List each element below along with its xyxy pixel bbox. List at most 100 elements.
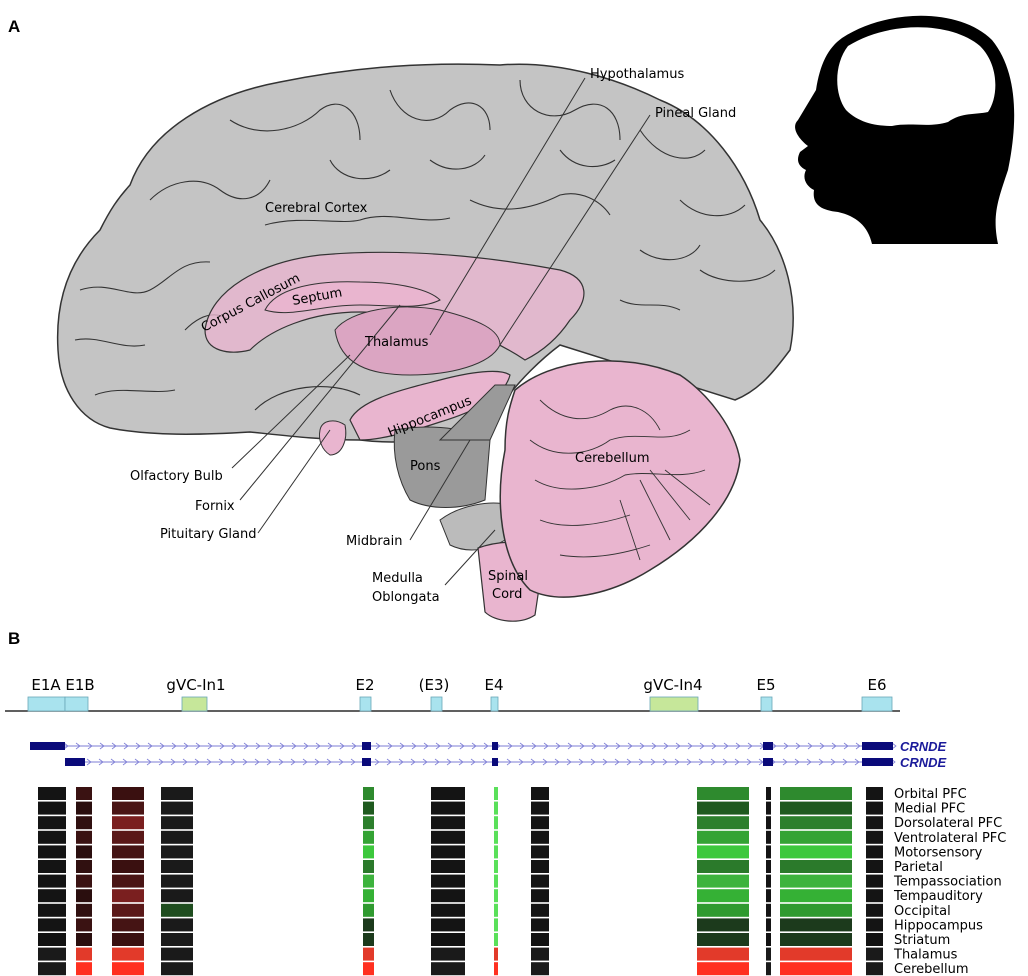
heatmap-cell-1-0: [38, 801, 66, 815]
strand-arrow: [566, 758, 572, 766]
strand-arrow: [734, 758, 740, 766]
strand-arrow: [134, 758, 140, 766]
strand-arrow: [183, 742, 189, 750]
strand-arrow: [110, 758, 116, 766]
head-silhouette-icon: [795, 15, 1015, 244]
label-spinal-cord-line-1: Spinal: [488, 569, 528, 584]
strand-arrow: [842, 758, 848, 766]
heatmap-cell-12-2: [112, 962, 144, 976]
heatmap-cell-11-7: [531, 947, 549, 961]
heatmap-cell-11-5: [431, 947, 465, 961]
region-label-0: Orbital PFC: [894, 787, 967, 802]
heatmap-cell-8-4: [363, 903, 374, 917]
strand-arrow: [638, 758, 644, 766]
strand-arrow: [650, 758, 656, 766]
label-olfactory-bulb: Olfactory Bulb: [130, 469, 223, 484]
heatmap-cell-7-6: [494, 889, 498, 903]
heatmap-cell-7-5: [431, 889, 465, 903]
heatmap-cell-4-5: [431, 845, 465, 859]
gene-label-0: CRNDE: [900, 739, 947, 754]
heatmap-cell-4-2: [112, 845, 144, 859]
strand-arrow: [531, 742, 537, 750]
strand-arrow: [75, 742, 81, 750]
exon-label-8: E6: [867, 676, 886, 694]
strand-arrow: [63, 742, 69, 750]
heatmap-cell-5-4: [363, 860, 374, 873]
heatmap-cell-7-8: [697, 889, 749, 903]
strand-arrow: [302, 758, 308, 766]
strand-arrow: [471, 742, 477, 750]
exon-box-6: [649, 696, 699, 712]
strand-arrow: [422, 758, 428, 766]
heatmap-cell-12-7: [531, 962, 549, 976]
strand-arrow: [639, 742, 645, 750]
exon-box-0: [27, 696, 66, 712]
strand-arrow: [590, 758, 596, 766]
heatmap-cell-3-5: [431, 830, 465, 844]
heatmap-cell-9-8: [697, 918, 749, 932]
heatmap-cell-10-3: [161, 933, 193, 946]
heatmap-cell-9-7: [531, 918, 549, 932]
region-label-4: Motorsensory: [894, 845, 983, 860]
heatmap-cell-4-4: [363, 845, 374, 859]
heatmap-cell-0-6: [494, 787, 498, 800]
strand-arrow: [339, 742, 345, 750]
heatmap-cell-0-7: [531, 787, 549, 800]
heatmap-cell-12-11: [866, 962, 883, 976]
heatmap-cell-3-1: [76, 830, 92, 844]
heatmap-cell-0-0: [38, 787, 66, 800]
strand-arrow: [530, 758, 536, 766]
strand-arrow: [159, 742, 165, 750]
strand-arrow: [567, 742, 573, 750]
pituitary-region: [319, 420, 347, 456]
label-thalamus: Thalamus: [364, 335, 429, 350]
heatmap-cell-11-8: [697, 947, 749, 961]
label-pineal-gland: Pineal Gland: [655, 106, 736, 121]
strand-arrow: [771, 742, 777, 750]
heatmap-cell-2-11: [866, 816, 883, 830]
exon-label-0: E1A: [31, 676, 61, 694]
heatmap-cell-7-11: [866, 889, 883, 903]
exon-label-6: gVC-In4: [643, 676, 702, 694]
heatmap-cell-2-7: [531, 816, 549, 830]
heatmap-cell-9-3: [161, 918, 193, 932]
heatmap-cell-3-11: [866, 830, 883, 844]
heatmap-cell-1-10: [780, 801, 852, 815]
strand-arrow: [171, 742, 177, 750]
strand-arrow: [194, 758, 200, 766]
strand-arrow: [219, 742, 225, 750]
exon-label-4: (E3): [419, 676, 450, 694]
strand-arrow: [375, 742, 381, 750]
exon-label-7: E5: [756, 676, 775, 694]
heatmap-cell-10-5: [431, 933, 465, 946]
heatmap-cell-8-2: [112, 903, 144, 917]
heatmap-cell-9-2: [112, 918, 144, 932]
heatmap-cell-6-11: [866, 874, 883, 888]
brain-diagram: [56, 63, 794, 622]
heatmap-cell-9-0: [38, 918, 66, 932]
region-label-10: Striatum: [894, 933, 950, 948]
heatmap-cell-3-8: [697, 830, 749, 844]
strand-arrow: [410, 758, 416, 766]
panel-b-letter: B: [8, 629, 20, 648]
heatmap-cell-11-2: [112, 947, 144, 961]
strand-arrow: [327, 742, 333, 750]
heatmap-cell-7-0: [38, 889, 66, 903]
heatmap-cell-5-8: [697, 860, 749, 873]
heatmap-cell-9-6: [494, 918, 498, 932]
heatmap-cell-0-10: [780, 787, 852, 800]
heatmap-cell-11-9: [766, 947, 771, 961]
gene-exon-block-0-3: [763, 742, 773, 750]
heatmap-cell-1-8: [697, 801, 749, 815]
strand-arrow: [710, 758, 716, 766]
strand-arrow: [687, 742, 693, 750]
strand-arrow: [135, 742, 141, 750]
label-pons: Pons: [410, 459, 441, 474]
region-label-11: Thalamus: [893, 948, 958, 963]
heatmap-cell-1-3: [161, 801, 193, 815]
heatmap-cell-6-9: [766, 874, 771, 888]
gene-exon-block-0-0: [30, 742, 65, 750]
strand-arrow: [699, 742, 705, 750]
heatmap-cell-8-9: [766, 903, 771, 917]
strand-arrow: [230, 758, 236, 766]
